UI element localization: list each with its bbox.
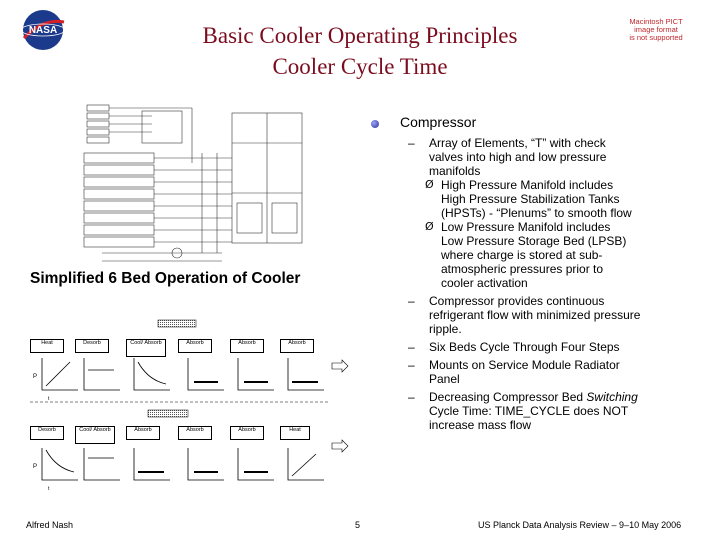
text-line: Panel: [429, 372, 460, 386]
bed-operation-diagram: P t P t: [30, 319, 349, 492]
nasa-logo: NASA: [20, 10, 66, 50]
state-box-row1-3: Cool/ Absorb: [126, 339, 166, 357]
axis-p-row2: P: [33, 464, 37, 470]
state-box-row1-2: Desorb: [75, 339, 109, 353]
state-box-row1-6: Absorb: [280, 339, 314, 353]
text-line: High Pressure Stabilization Tanks: [441, 192, 620, 206]
pict-line-3: is not supported: [629, 33, 683, 42]
state-box-row2-1: Desorb: [30, 426, 64, 440]
list-item-text: Six Beds Cycle Through Four Steps: [429, 340, 620, 354]
text-line: High Pressure Manifold includes: [441, 178, 614, 192]
list-item: – Mounts on Service Module Radiator Pane…: [408, 358, 708, 386]
dash-marker: –: [408, 136, 415, 150]
slide-title: Basic Cooler Operating Principles: [202, 23, 518, 48]
text-fragment: Decreasing Compressor Bed: [429, 390, 587, 404]
state-box-row2-5: Absorb: [230, 426, 264, 440]
list-item-text: Low Pressure Manifold includes Low Press…: [441, 220, 626, 290]
axis-t-row1: t: [48, 396, 50, 402]
arrow-marker: Ø: [425, 220, 434, 233]
text-line: (HPSTs) - “Plenums” to smooth flow: [441, 206, 632, 220]
list-item: – Array of Elements, “T” with check valv…: [408, 136, 708, 178]
slide-subtitle: Cooler Cycle Time: [272, 54, 448, 79]
compressor-schematic: [83, 104, 303, 262]
list-item: Ø Low Pressure Manifold includes Low Pre…: [425, 220, 708, 290]
dash-marker: –: [408, 358, 415, 372]
state-box-row2-2: Cool/ Absorb: [75, 426, 115, 444]
text-line: Six Beds Cycle Through Four Steps: [429, 340, 620, 354]
arrow-marker: Ø: [425, 178, 434, 191]
text-line: refrigerant flow with minimized pressure: [429, 308, 641, 322]
text-line: valves into high and low pressure: [429, 150, 607, 164]
italic-word: Switching: [586, 390, 638, 404]
list-item-text: Array of Elements, “T” with check valves…: [429, 136, 606, 178]
axis-t-row2: t: [48, 486, 50, 492]
nasa-logo-text: NASA: [29, 25, 57, 36]
text-line: Mounts on Service Module Radiator: [429, 358, 620, 372]
list-item-text: High Pressure Manifold includes High Pre…: [441, 178, 632, 220]
dash-marker: –: [408, 340, 415, 354]
state-box-row1-1: Heat: [30, 339, 64, 353]
state-box-row1-4: Absorb: [178, 339, 212, 353]
state-box-row2-6: Heat: [280, 426, 310, 440]
text-line: Low Pressure Storage Bed (LPSB): [441, 234, 627, 248]
list-item: Ø High Pressure Manifold includes High P…: [425, 178, 708, 220]
footer-event: US Planck Data Analysis Review – 9–10 Ma…: [478, 520, 682, 530]
text-line: Array of Elements, “T” with check: [429, 136, 606, 150]
text-line: cooler activation: [441, 276, 528, 290]
text-line: Cycle Time: TIME_CYCLE does NOT: [429, 404, 629, 418]
list-item: – Compressor provides continuous refrige…: [408, 294, 708, 336]
text-line: Compressor provides continuous: [429, 294, 605, 308]
list-item-text: Mounts on Service Module Radiator Panel: [429, 358, 620, 386]
pict-line-1: Macintosh PICT: [629, 17, 683, 26]
dash-marker: –: [408, 390, 415, 404]
footer-author: Alfred Nash: [26, 520, 74, 530]
text-line: atmospheric pressures prior to: [441, 262, 604, 276]
pict-placeholder: Macintosh PICT image format is not suppo…: [610, 18, 702, 44]
text-line: increase mass flow: [429, 418, 532, 432]
state-box-row2-3: Absorb: [126, 426, 160, 440]
text-line: where charge is stored at sub-: [441, 248, 603, 262]
state-box-row2-4: Absorb: [178, 426, 212, 440]
bullet-list: – Array of Elements, “T” with check valv…: [408, 136, 708, 432]
pict-line-2: image format: [634, 25, 678, 34]
list-item-text: Compressor provides continuous refrigera…: [429, 294, 640, 336]
section-heading: Compressor: [400, 114, 477, 130]
axis-p-row1: P: [33, 374, 37, 380]
state-box-row1-5: Absorb: [230, 339, 264, 353]
bullet-dot-icon: [371, 120, 379, 128]
dash-marker: –: [408, 294, 415, 308]
text-line: manifolds: [429, 164, 481, 178]
text-line: ripple.: [429, 322, 462, 336]
list-item: – Six Beds Cycle Through Four Steps: [408, 340, 708, 354]
list-item: – Decreasing Compressor Bed Switching Cy…: [408, 390, 708, 432]
footer-page-number: 5: [355, 520, 361, 530]
text-line: Decreasing Compressor Bed Switching: [429, 390, 638, 404]
text-line: Low Pressure Manifold includes: [441, 220, 611, 234]
diagram-caption: Simplified 6 Bed Operation of Cooler: [30, 270, 301, 287]
list-item-text: Decreasing Compressor Bed Switching Cycl…: [429, 390, 638, 432]
